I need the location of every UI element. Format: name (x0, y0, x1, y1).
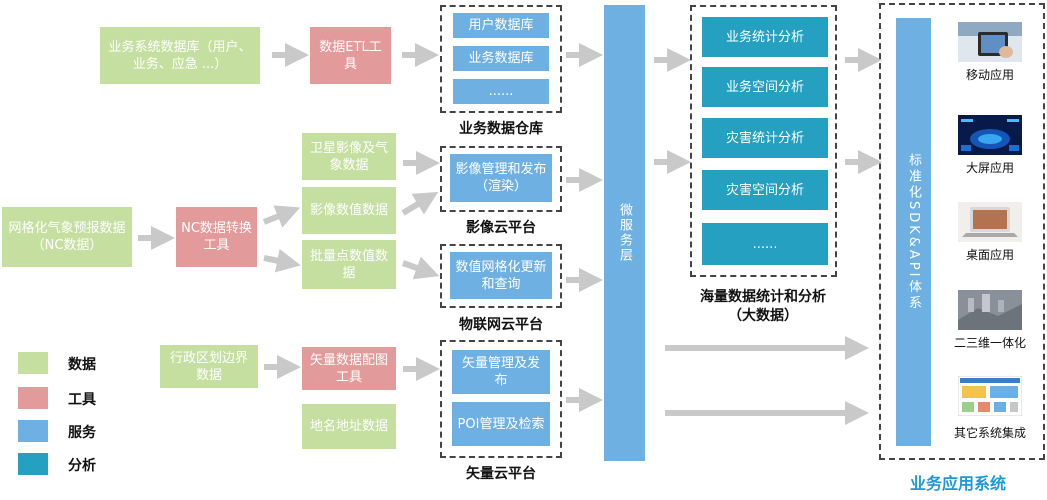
microservice-label: 微服务层 (617, 203, 632, 263)
admin-boundary-data: 行政区划边界数据 (160, 345, 258, 388)
image-cloud-label: 影像云平台 (466, 220, 536, 236)
legend-label: 数据 (68, 357, 96, 373)
iot-cloud-label: 物联网云平台 (459, 317, 543, 333)
app-label: 其它系统集成 (953, 426, 1026, 440)
app-label: 二三维一体化 (953, 336, 1026, 350)
vector-cloud-label: 矢量云平台 (466, 466, 536, 482)
nc-convert-tool: NC数据转换工具 (176, 207, 257, 267)
other-integration-thumbnail (958, 376, 1022, 416)
legend-swatch-tool (18, 387, 48, 409)
analysis-label-line2: （大数据） (728, 308, 798, 324)
warehouse-item: 业务数据库 (453, 46, 549, 71)
grid-forecast-data: 网格化气象预报数据（NC数据） (2, 207, 132, 267)
image-value-data: 影像数值数据 (302, 187, 396, 234)
sdk-api-label: 标准化SDK&API体系 (906, 152, 921, 312)
analysis-item: 业务统计分析 (702, 17, 828, 57)
warehouse-item: 用户数据库 (453, 13, 549, 38)
sdk-api-layer: 标准化SDK&API体系 (896, 18, 931, 446)
legend-label: 工具 (68, 392, 96, 408)
app-label: 桌面应用 (965, 248, 1014, 262)
warehouse-item: ...... (453, 79, 549, 104)
analysis-item: ...... (702, 223, 828, 265)
vector-map-tool: 矢量数据配图工具 (302, 347, 396, 390)
image-cloud-group (440, 146, 562, 212)
vector-cloud-service: POI管理及检索 (452, 402, 550, 446)
iot-cloud-service: 数值网格化更新和查询 (450, 252, 552, 299)
apps-group (879, 3, 1045, 460)
analysis-item: 灾害统计分析 (702, 118, 828, 158)
legend-swatch-service (18, 420, 48, 442)
legend-label: 分析 (68, 458, 96, 474)
satellite-data: 卫星影像及气象数据 (302, 133, 396, 180)
desktop-app-thumbnail (958, 202, 1022, 242)
legend-swatch-analysis (18, 453, 48, 475)
app-label: 大屏应用 (965, 161, 1014, 175)
app-label: 移动应用 (965, 68, 1014, 82)
analysis-group (690, 5, 837, 277)
vector-cloud-group (440, 340, 562, 458)
biz-db-data: 业务系统数据库（用户、业务、应急 ...） (100, 27, 260, 84)
image-cloud-service: 影像管理和发布（渲染） (450, 154, 552, 202)
warehouse-group (440, 5, 562, 113)
analysis-item: 灾害空间分析 (702, 170, 828, 210)
iot-cloud-group (440, 244, 562, 308)
vector-cloud-service: 矢量管理及发布 (452, 350, 550, 394)
apps-title: 业务应用系统 (910, 474, 1007, 493)
etl-tool: 数据ETL工具 (310, 27, 391, 84)
big-screen-app-thumbnail (958, 115, 1022, 155)
warehouse-label: 业务数据仓库 (459, 121, 543, 137)
mobile-app-thumbnail (958, 22, 1022, 62)
analysis-item: 业务空间分析 (702, 67, 828, 107)
analysis-label-line1: 海量数据统计和分析 (700, 289, 826, 305)
microservice-layer: 微服务层 (604, 5, 645, 461)
legend-swatch-data (18, 352, 48, 374)
legend-label: 服务 (68, 425, 96, 441)
batch-points-data: 批量点数值数据 (302, 240, 396, 289)
2d3d-integration-thumbnail (958, 290, 1022, 330)
place-address-data: 地名地址数据 (302, 404, 396, 449)
